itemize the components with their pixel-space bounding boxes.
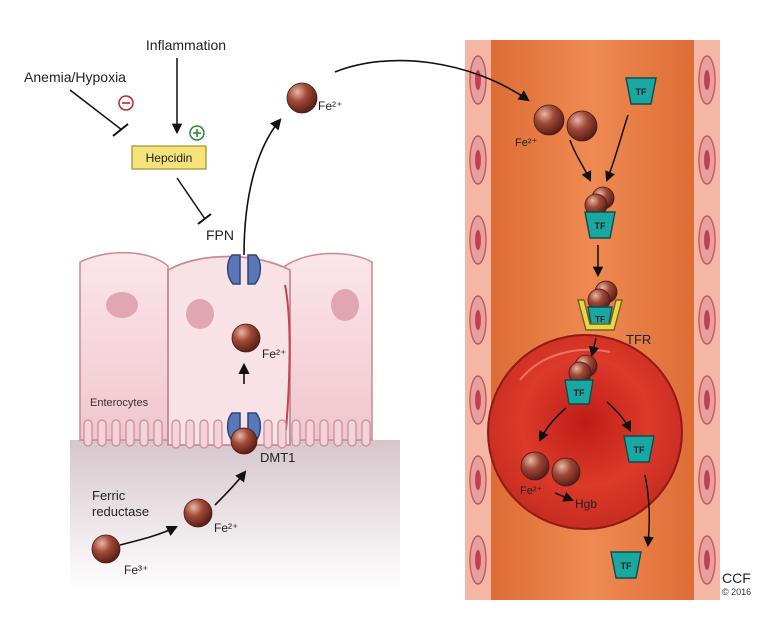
iron-atom-rbc-1 (520, 451, 550, 481)
inflammation-label: Inflammation (146, 37, 226, 53)
vessel-arrows (539, 114, 654, 548)
anemia-inhibit-line (69, 89, 123, 131)
tf-in-rbc (564, 379, 594, 405)
tf-label-6: TF (621, 561, 632, 571)
transferrin-shapes (564, 77, 657, 579)
tf-label-3: TF (595, 315, 605, 324)
labels: Inflammation Anemia/Hypoxia Hepcidin FPN… (24, 37, 751, 597)
tf-exit (610, 551, 642, 579)
fpn-channel (226, 254, 262, 285)
iron-atom-fe2-lumen (183, 498, 213, 528)
fpn-label: FPN (206, 227, 234, 243)
ferric-label: Ferric (92, 488, 126, 503)
hepcidin-label: Hepcidin (146, 151, 193, 165)
anemia-inhibit-bar (112, 123, 129, 137)
tfr-receptor (577, 299, 623, 331)
absorption-arrows (119, 59, 530, 546)
fe2-cell-label: Fe²⁺ (262, 347, 286, 361)
hepcidin-regulation (69, 58, 212, 225)
fe2-vessel-label: Fe²⁺ (515, 137, 538, 149)
iron-atom-rbc-2 (551, 457, 581, 487)
hepcidin-box (131, 145, 207, 170)
fe2-rbc-label: Fe²⁺ (520, 485, 543, 497)
iron-atoms (91, 82, 618, 564)
tf-loaded (584, 211, 616, 239)
hepcidin-inhibit-bar (197, 213, 212, 225)
iron-atom-vessel-2 (566, 110, 598, 142)
iron-atom-cell (231, 323, 261, 353)
copyright-label: © 2016 (722, 587, 751, 597)
minus-icon (118, 95, 134, 111)
iron-atom-dmt1 (230, 427, 258, 455)
iron-atom-exported (286, 82, 318, 114)
hepcidin-inhibit-line (176, 177, 206, 220)
iron-atom-vessel-1 (533, 104, 565, 136)
reductase-label: reductase (92, 504, 149, 519)
tf-label-2: TF (595, 221, 606, 231)
tf-label-4: TF (574, 388, 585, 398)
iron-atom-fe3 (91, 534, 121, 564)
tfr-label: TFR (626, 332, 651, 347)
tf-released (623, 435, 655, 463)
basal-tissue (70, 440, 400, 590)
anemia-hypoxia-label: Anemia/Hypoxia (24, 69, 126, 85)
fe2-lumen-label: Fe²⁺ (214, 521, 238, 535)
enterocytes-label: Enterocytes (90, 397, 149, 409)
tf-label-5: TF (634, 445, 645, 455)
enterocytes (79, 252, 373, 449)
fe3-label: Fe³⁺ (124, 563, 148, 577)
plus-icon (189, 125, 205, 141)
fe2-top-label: Fe²⁺ (318, 99, 342, 113)
credit-label: CCF (722, 570, 751, 586)
tf-label-1: TF (636, 87, 647, 97)
tf-free-top (625, 77, 657, 105)
hgb-label: Hgb (575, 497, 597, 511)
dmt1-label: DMT1 (260, 450, 295, 465)
